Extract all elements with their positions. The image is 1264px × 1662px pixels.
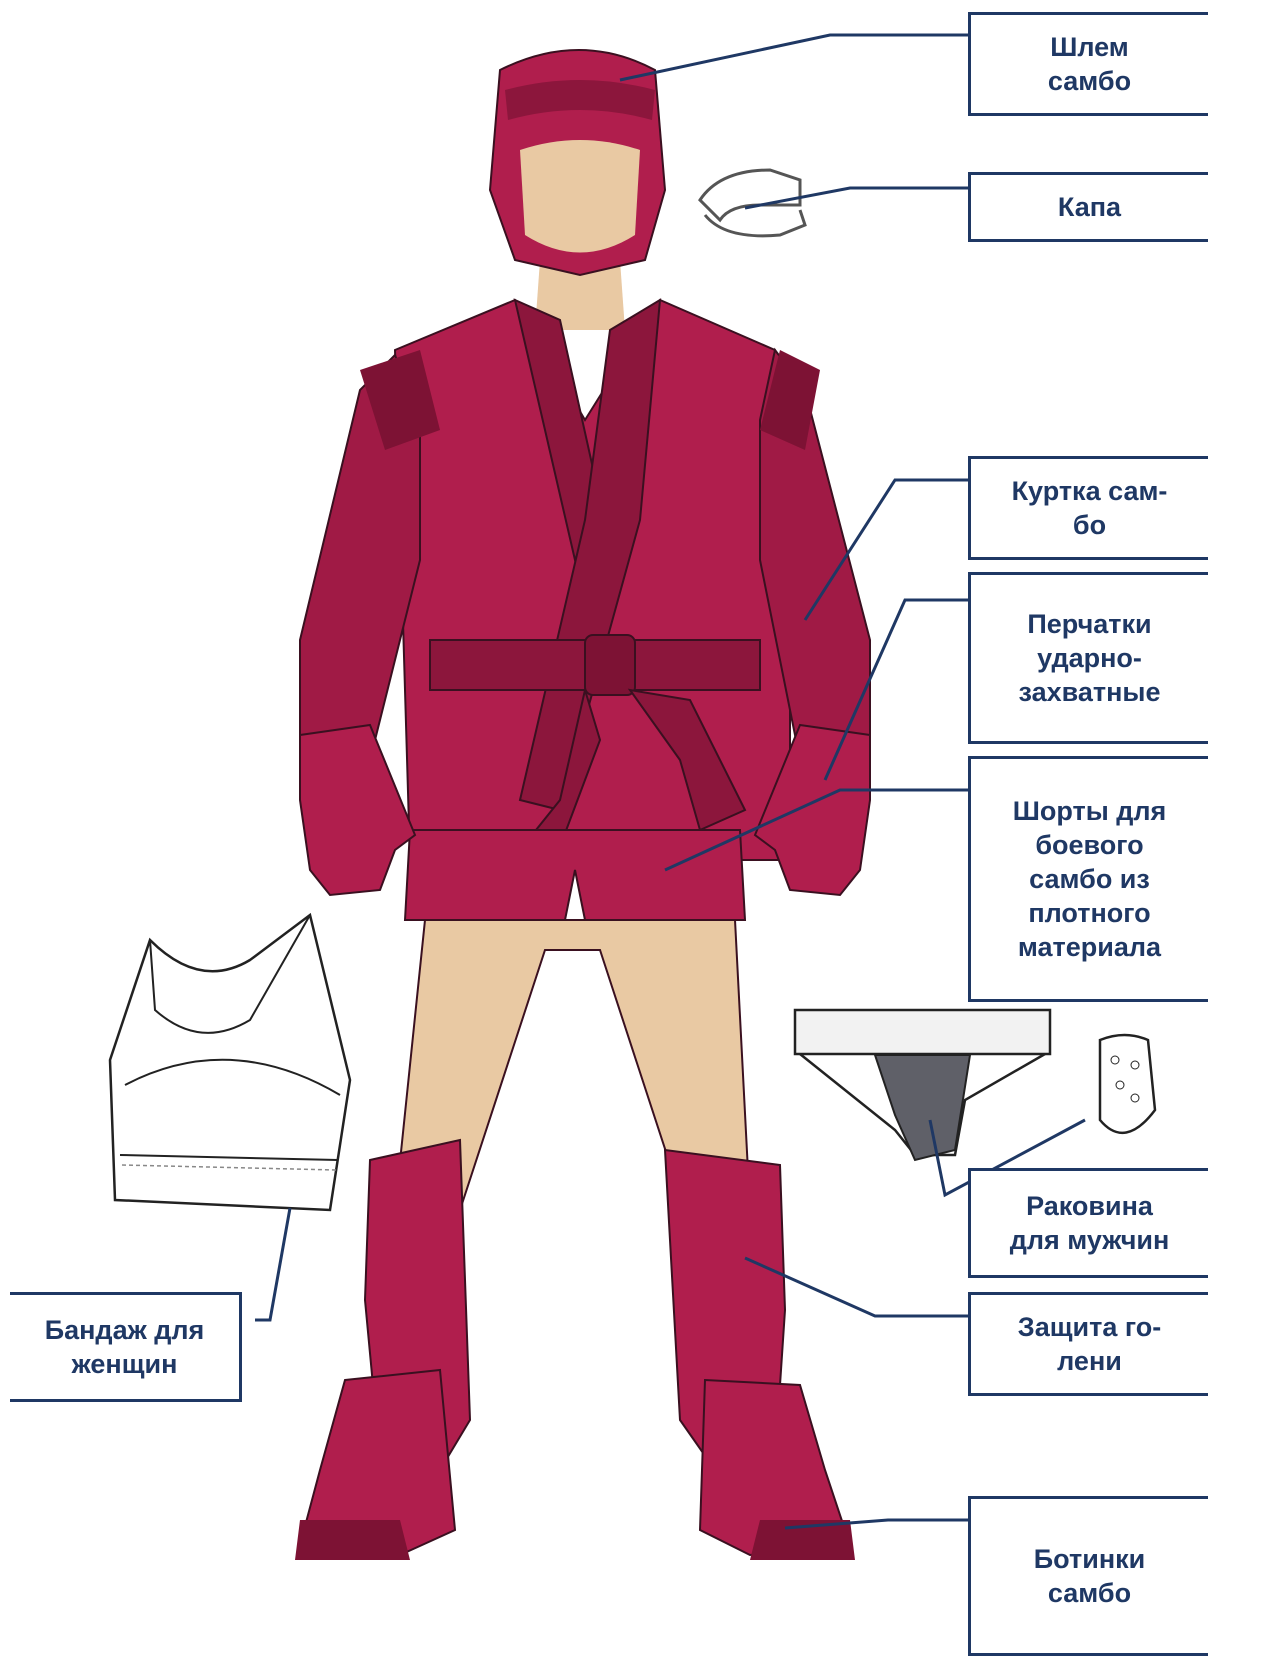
label-jacket: Куртка сам- бо (968, 456, 1208, 560)
left-boot (295, 1520, 410, 1560)
label-shin-guards: Защита го- лени (968, 1292, 1208, 1396)
label-helmet: Шлем самбо (968, 12, 1208, 116)
bra-leader (255, 1208, 290, 1320)
face (520, 140, 640, 253)
label-boots: Ботинки самбо (968, 1496, 1208, 1656)
shorts (405, 830, 745, 920)
sports-bra-illustration (110, 915, 350, 1210)
label-shorts: Шорты для боевого самбо из плотного мате… (968, 756, 1208, 1002)
groin-guard-illustration (795, 1010, 1155, 1160)
label-cup: Раковина для мужчин (968, 1168, 1208, 1278)
left-glove (300, 725, 415, 895)
belt-knot (585, 635, 635, 695)
label-bra: Бандаж для женщин (10, 1292, 242, 1402)
helmet-leader (620, 35, 968, 80)
label-gloves: Перчатки ударно- захватные (968, 572, 1208, 744)
athlete-figure (295, 50, 870, 1560)
label-mouthguard: Капа (968, 172, 1208, 242)
mouthguard-illustration (700, 170, 805, 236)
